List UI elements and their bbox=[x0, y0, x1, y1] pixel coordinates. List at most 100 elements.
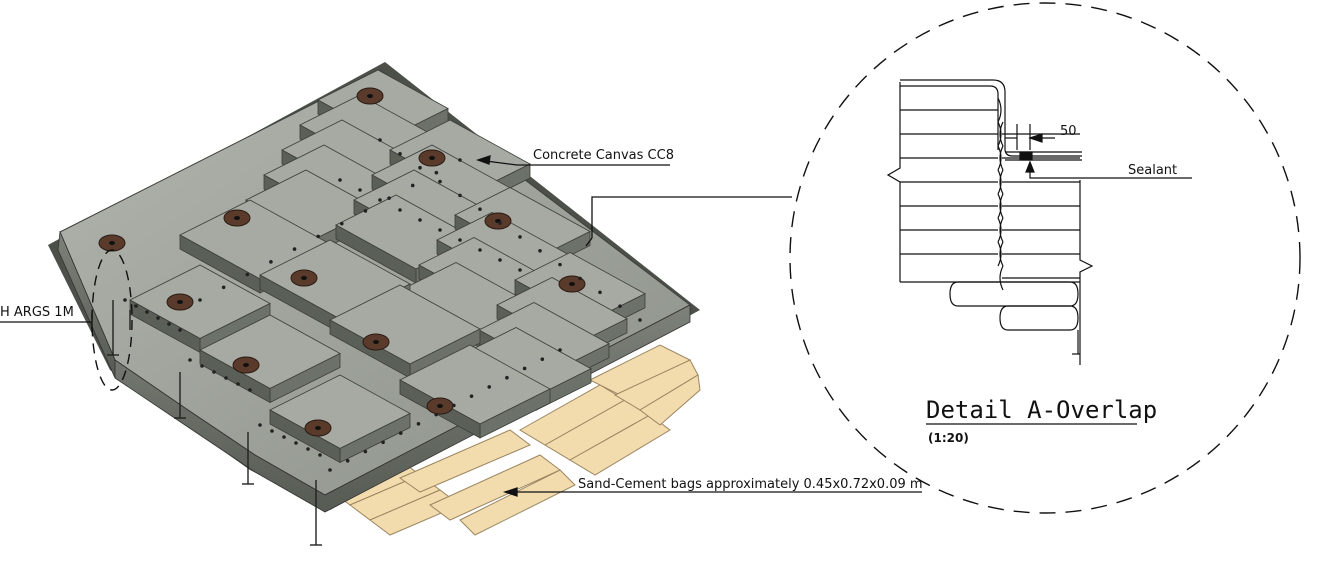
perforation-hole bbox=[418, 218, 422, 222]
isometric-structure bbox=[48, 62, 701, 546]
anchor-bolt bbox=[437, 404, 443, 408]
label-concrete-canvas: Concrete Canvas CC8 bbox=[533, 148, 674, 163]
anchor-bolt bbox=[429, 156, 435, 160]
perforation-hole bbox=[363, 209, 368, 213]
perforation-hole bbox=[438, 179, 442, 184]
perforation-hole bbox=[458, 238, 462, 242]
perforation-hole bbox=[340, 221, 344, 226]
perforation-hole bbox=[245, 272, 250, 277]
label-dimension-50: 50 bbox=[1060, 124, 1077, 139]
perforation-hole bbox=[358, 188, 362, 192]
perforation-hole bbox=[540, 357, 545, 362]
perforation-hole bbox=[270, 429, 274, 433]
anchor-bolt bbox=[301, 276, 307, 280]
detail-bag-end bbox=[997, 241, 1002, 267]
perforation-hole bbox=[345, 458, 350, 463]
perforation-hole bbox=[398, 208, 402, 212]
label-sand-cement-bags: Sand-Cement bags approximately 0.45x0.72… bbox=[578, 477, 923, 492]
perforation-hole bbox=[328, 468, 332, 472]
perforation-hole bbox=[487, 385, 492, 389]
perforation-hole bbox=[638, 318, 642, 322]
perforation-hole bbox=[123, 298, 127, 302]
perforation-hole bbox=[505, 375, 509, 380]
detail-bag-end bbox=[999, 145, 1004, 171]
anchor-bolt bbox=[367, 94, 373, 98]
perforation-hole bbox=[418, 165, 422, 170]
perforation-hole bbox=[145, 310, 149, 314]
anchor-bolt bbox=[234, 216, 240, 220]
perforation-holes bbox=[123, 138, 642, 472]
perforation-hole bbox=[434, 412, 438, 417]
perforation-hole bbox=[416, 422, 421, 426]
perforation-hole bbox=[212, 370, 216, 374]
anchor-bolt bbox=[373, 340, 379, 344]
perforation-hole bbox=[316, 234, 320, 239]
perforation-hole bbox=[178, 328, 182, 332]
step-block-side bbox=[179, 234, 261, 294]
perforation-hole bbox=[221, 285, 226, 290]
perforation-hole bbox=[258, 423, 262, 427]
perforation-hole bbox=[248, 388, 252, 392]
detail-bag-end bbox=[999, 241, 1004, 267]
anchor-bolt bbox=[315, 426, 321, 430]
detail-title: Detail A-Overlap bbox=[926, 396, 1157, 424]
perforation-hole bbox=[318, 453, 322, 457]
perforation-hole bbox=[294, 441, 298, 445]
anchor-detail-marker bbox=[91, 249, 133, 391]
perforation-hole bbox=[522, 366, 527, 371]
perforation-hole bbox=[292, 247, 297, 251]
perforation-hole bbox=[618, 304, 622, 308]
step-block-side bbox=[199, 349, 271, 404]
perforation-hole bbox=[538, 248, 542, 253]
perforation-hole bbox=[398, 431, 403, 435]
detail-bag-end bbox=[999, 217, 1004, 243]
detail-bag-end bbox=[997, 217, 1002, 243]
detail-boundary-circle bbox=[789, 2, 1301, 514]
perforation-hole bbox=[167, 322, 171, 326]
perforation-hole bbox=[498, 221, 502, 225]
sandbag bbox=[569, 414, 671, 476]
label-args-anchor: H ARGS 1M bbox=[0, 305, 74, 320]
perforation-hole bbox=[458, 158, 462, 162]
perforation-hole bbox=[387, 196, 391, 200]
perforation-hole bbox=[558, 348, 562, 352]
perforation-hole bbox=[452, 403, 456, 408]
perforation-hole bbox=[224, 376, 228, 380]
detail-scale: (1:20) bbox=[928, 431, 969, 445]
perforation-hole bbox=[434, 170, 439, 175]
perforation-hole bbox=[578, 276, 582, 281]
perforation-hole bbox=[598, 290, 602, 295]
perforation-hole bbox=[200, 364, 204, 368]
detail-bag-end bbox=[997, 97, 1002, 123]
anchor-bolt bbox=[243, 363, 249, 367]
detail-bag-end bbox=[999, 193, 1004, 219]
perforation-hole bbox=[198, 298, 202, 302]
label-sealant: Sealant bbox=[1128, 163, 1177, 178]
perforation-hole bbox=[498, 258, 502, 262]
sandbag bbox=[398, 429, 531, 493]
perforation-hole bbox=[398, 152, 402, 156]
perforation-hole bbox=[236, 382, 240, 386]
perforation-hole bbox=[156, 316, 160, 320]
detail-bag-end bbox=[997, 145, 1002, 171]
perforation-hole bbox=[134, 304, 138, 308]
sandbag-stack bbox=[159, 159, 701, 536]
perforation-hole bbox=[518, 235, 522, 239]
detail-a-overlap: 50 Sealant Detail A-Overlap (1:20) bbox=[789, 2, 1301, 514]
perforation-hole bbox=[458, 193, 462, 198]
perforation-hole bbox=[363, 449, 368, 454]
detail-bag-end bbox=[997, 193, 1002, 219]
perforation-hole bbox=[478, 248, 482, 252]
perforation-hole bbox=[469, 394, 474, 398]
detail-bag-end bbox=[997, 121, 1002, 147]
callouts bbox=[0, 155, 922, 497]
perforation-hole bbox=[558, 262, 562, 267]
detail-bag-end bbox=[997, 169, 1002, 195]
detail-bag-end bbox=[999, 121, 1004, 147]
perforation-hole bbox=[282, 435, 286, 439]
detail-section-drawing bbox=[886, 79, 1192, 365]
anchor-plates bbox=[98, 87, 586, 437]
perforation-hole bbox=[338, 178, 342, 182]
concrete-step-blocks bbox=[129, 69, 646, 464]
detail-bag-end bbox=[999, 169, 1004, 195]
